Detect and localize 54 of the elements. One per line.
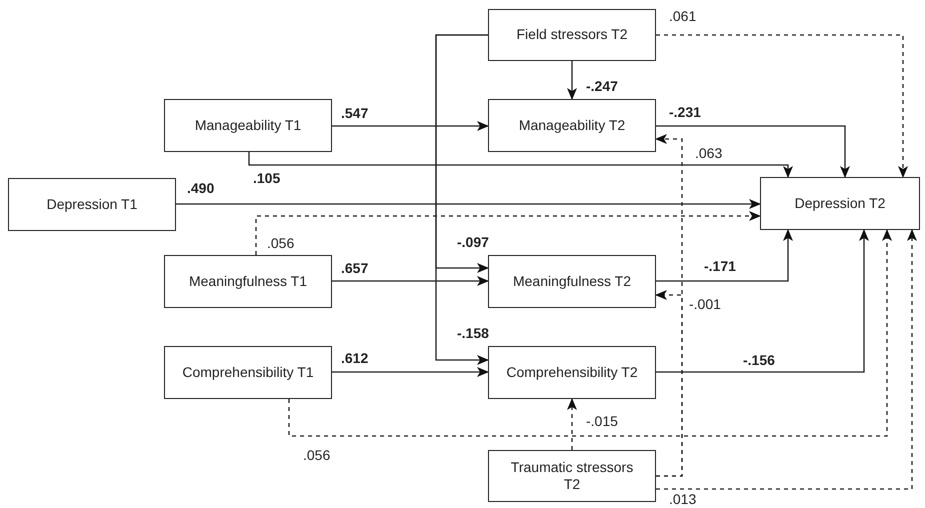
variable-name: Comprehensibility T1	[182, 364, 314, 382]
variable-name: Manageability T2	[518, 116, 626, 134]
arrow	[288, 229, 892, 437]
arrow	[332, 276, 489, 286]
arrow	[567, 398, 577, 450]
variable-box	[164, 255, 332, 308]
path-coefficient: .657	[340, 260, 370, 276]
path-coefficient: -.247	[585, 78, 619, 94]
path-coefficient: -.156	[742, 352, 776, 368]
variable-name: Comprehensibility T2	[506, 364, 638, 382]
arrow	[567, 61, 577, 100]
path-coefficient: .612	[340, 350, 370, 366]
variable-name: Meaningfulness T1	[188, 272, 308, 290]
path-coefficient: .013	[668, 491, 698, 507]
path-coefficient: -.171	[703, 258, 737, 274]
arrow	[656, 229, 869, 373]
arrow	[255, 211, 761, 255]
path-coefficient: -.158	[456, 325, 490, 341]
variable-name: Depression T1	[46, 196, 138, 214]
variable-box	[164, 346, 332, 399]
variable-box	[760, 177, 920, 230]
arrow	[656, 125, 850, 178]
variable-box	[488, 9, 656, 61]
path-coefficient: .490	[186, 180, 216, 196]
arrow	[248, 152, 793, 178]
path-coefficient: -.097	[456, 234, 490, 250]
path-coefficient: .063	[694, 145, 724, 161]
variable-name: Depression T2	[794, 194, 886, 212]
path-coefficient: .061	[668, 8, 698, 24]
variable-box	[8, 178, 176, 231]
arrow	[435, 34, 489, 365]
arrow	[332, 121, 489, 131]
arrow	[655, 290, 683, 477]
path-coefficient: .105	[252, 170, 282, 186]
variable-box	[164, 99, 332, 152]
path-coefficient: .056	[266, 235, 296, 251]
variable-box	[488, 99, 656, 152]
arrow	[176, 199, 761, 209]
path-coefficient: -.001	[688, 296, 722, 312]
arrow	[656, 229, 917, 490]
path-coefficient: -.015	[585, 413, 619, 429]
variable-box	[488, 346, 656, 399]
arrow	[656, 34, 908, 178]
path-coefficient: -.231	[668, 104, 702, 120]
path-coefficient: .056	[302, 447, 332, 463]
arrow	[332, 367, 489, 377]
variable-name: Traumatic stressors T2	[510, 458, 634, 494]
path-coefficient: .547	[340, 105, 370, 121]
variable-box	[488, 450, 656, 502]
variable-box	[488, 255, 656, 308]
variable-name: Field stressors T2	[516, 26, 628, 44]
arrow	[656, 229, 793, 282]
variable-name: Meaningfulness T2	[512, 272, 632, 290]
variable-name: Manageability T1	[194, 116, 302, 134]
